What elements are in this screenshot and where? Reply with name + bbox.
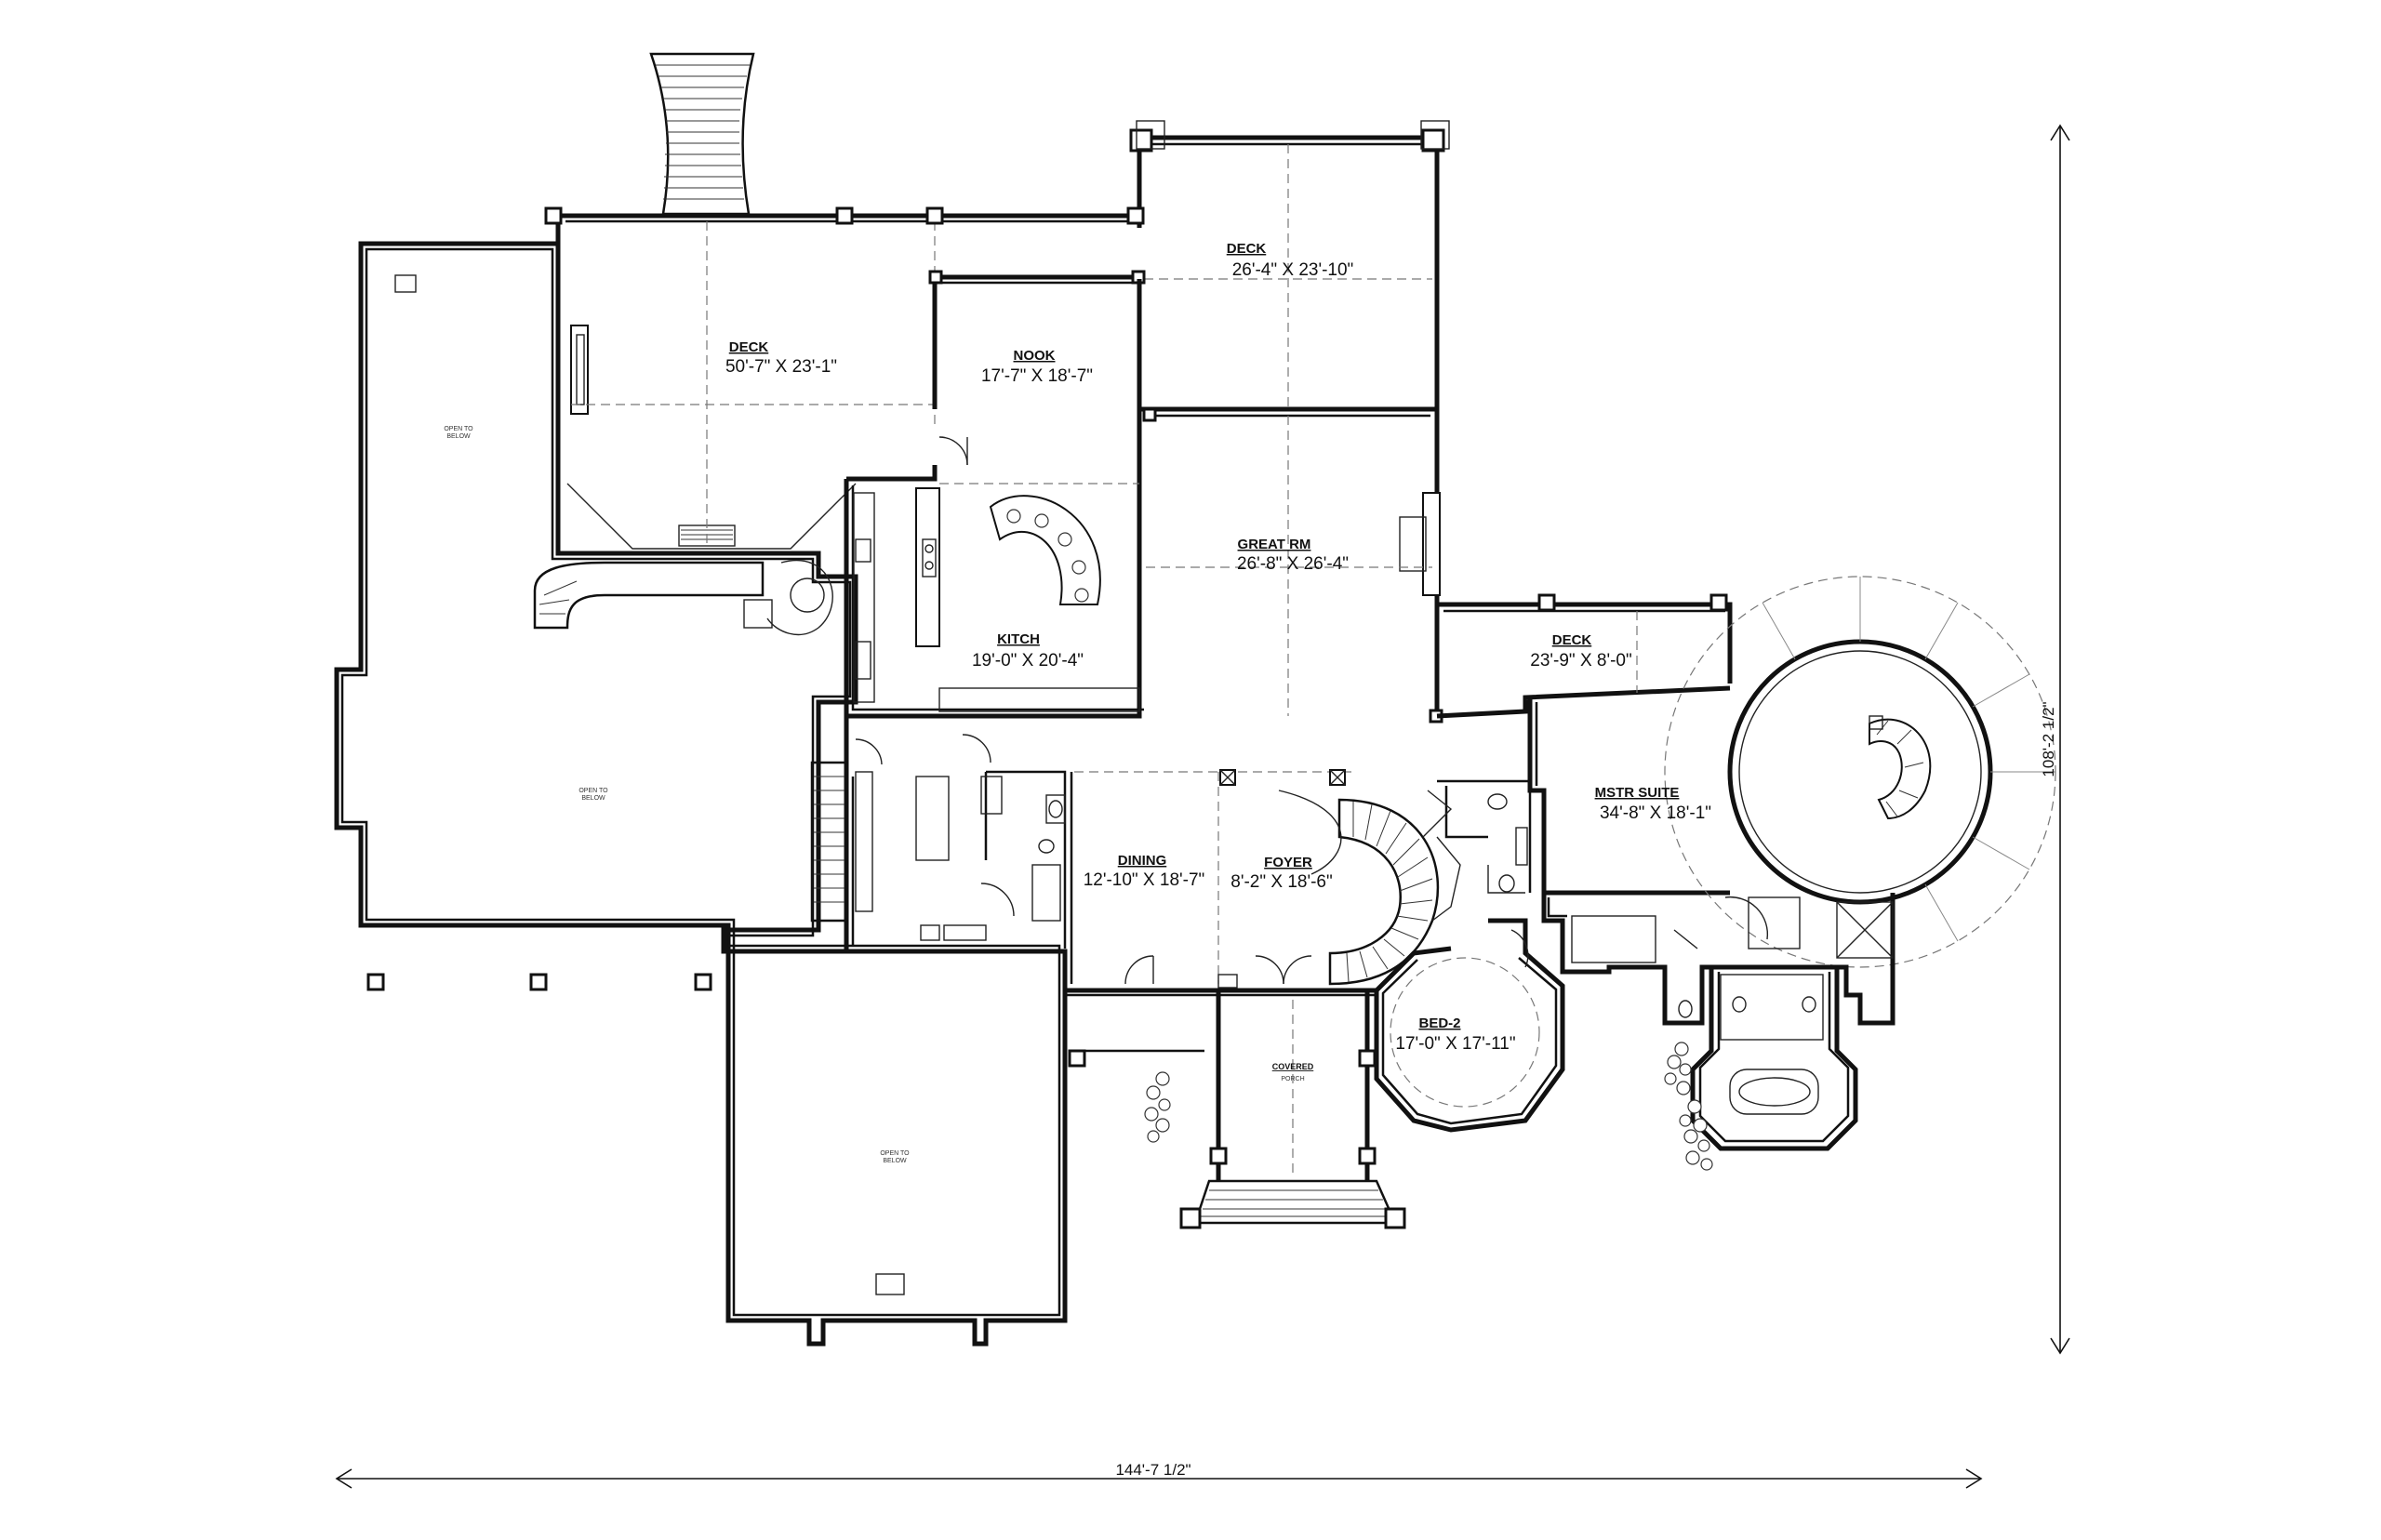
foyer-name: FOYER <box>1264 855 1312 870</box>
garage-3-sublabel: BELOW <box>883 1158 907 1164</box>
deck-right-name: DECK <box>1552 632 1592 648</box>
foyer-dim: 8'-2" X 18'-6" <box>1230 872 1332 892</box>
dining-dim: 12'-10" X 18'-7" <box>1084 870 1205 890</box>
garage-1-label: OPEN TO <box>444 426 473 432</box>
garage-3-label: OPEN TO <box>880 1150 910 1157</box>
bed2-name: BED-2 <box>1418 1016 1460 1031</box>
deck-left-name: DECK <box>729 339 769 355</box>
foyer-stair <box>1278 790 1461 986</box>
chimney <box>649 52 755 216</box>
bed2-dim: 17'-0" X 17'-11" <box>1395 1034 1515 1054</box>
bed2-outline <box>1374 918 1565 1133</box>
shrubs-left <box>1144 1071 1171 1143</box>
kitchen-dim: 19'-0" X 20'-4" <box>972 651 1084 670</box>
master-bath <box>1541 893 1895 1151</box>
master-suite-name: MSTR SUITE <box>1595 785 1680 801</box>
deck-top-name: DECK <box>1227 241 1267 257</box>
kitchen-name: KITCH <box>997 631 1040 647</box>
master-suite-outline <box>1527 576 2056 968</box>
garage-posts <box>366 973 712 991</box>
deck-left-dim: 50'-7" X 23'-1" <box>725 357 837 377</box>
porch-sub: PORCH <box>1281 1076 1304 1082</box>
kitchen-outline <box>844 279 1144 719</box>
porch-outline <box>1065 990 1406 1229</box>
overall-width-label: 144'-7 1/2" <box>1115 1461 1190 1479</box>
dining-name: DINING <box>1118 853 1167 869</box>
nook-dim: 17'-7" X 18'-7" <box>981 366 1093 386</box>
center-bath-cluster <box>1422 779 1532 894</box>
deck-right-dim: 23'-9" X 8'-0" <box>1530 651 1631 670</box>
deck-left-posts <box>544 206 1145 225</box>
overall-depth-dimension: 108'-2 1/2" <box>2040 124 2070 1355</box>
great-room-dim: 26'-8" X 26'-4" <box>1237 554 1349 574</box>
garage-2-label: OPEN TO <box>579 788 608 794</box>
great-room-name: GREAT RM <box>1238 537 1311 552</box>
porch-name: COVERED <box>1272 1062 1314 1071</box>
left-bath-cluster <box>980 770 1067 949</box>
garage-2-sublabel: BELOW <box>581 795 605 802</box>
nook-name: NOOK <box>1014 348 1056 364</box>
dining-outline <box>1062 769 1377 993</box>
overall-width-dimension: 144'-7 1/2" <box>335 1461 1983 1489</box>
deck-top-outline <box>1129 120 1450 409</box>
left-wing-outline <box>334 241 1068 1347</box>
overall-depth-label: 108'-2 1/2" <box>2040 701 2057 777</box>
spiral-stair-left <box>533 560 833 636</box>
deck-right-outline <box>1436 593 1733 719</box>
garage-1-sublabel: BELOW <box>446 433 471 440</box>
left-exterior-stair <box>810 761 848 923</box>
deck-top-dim: 26'-4" X 23'-10" <box>1232 260 1354 280</box>
shrubs-right <box>1664 1042 1713 1171</box>
master-suite-dim: 34'-8" X 18'-1" <box>1600 803 1711 823</box>
